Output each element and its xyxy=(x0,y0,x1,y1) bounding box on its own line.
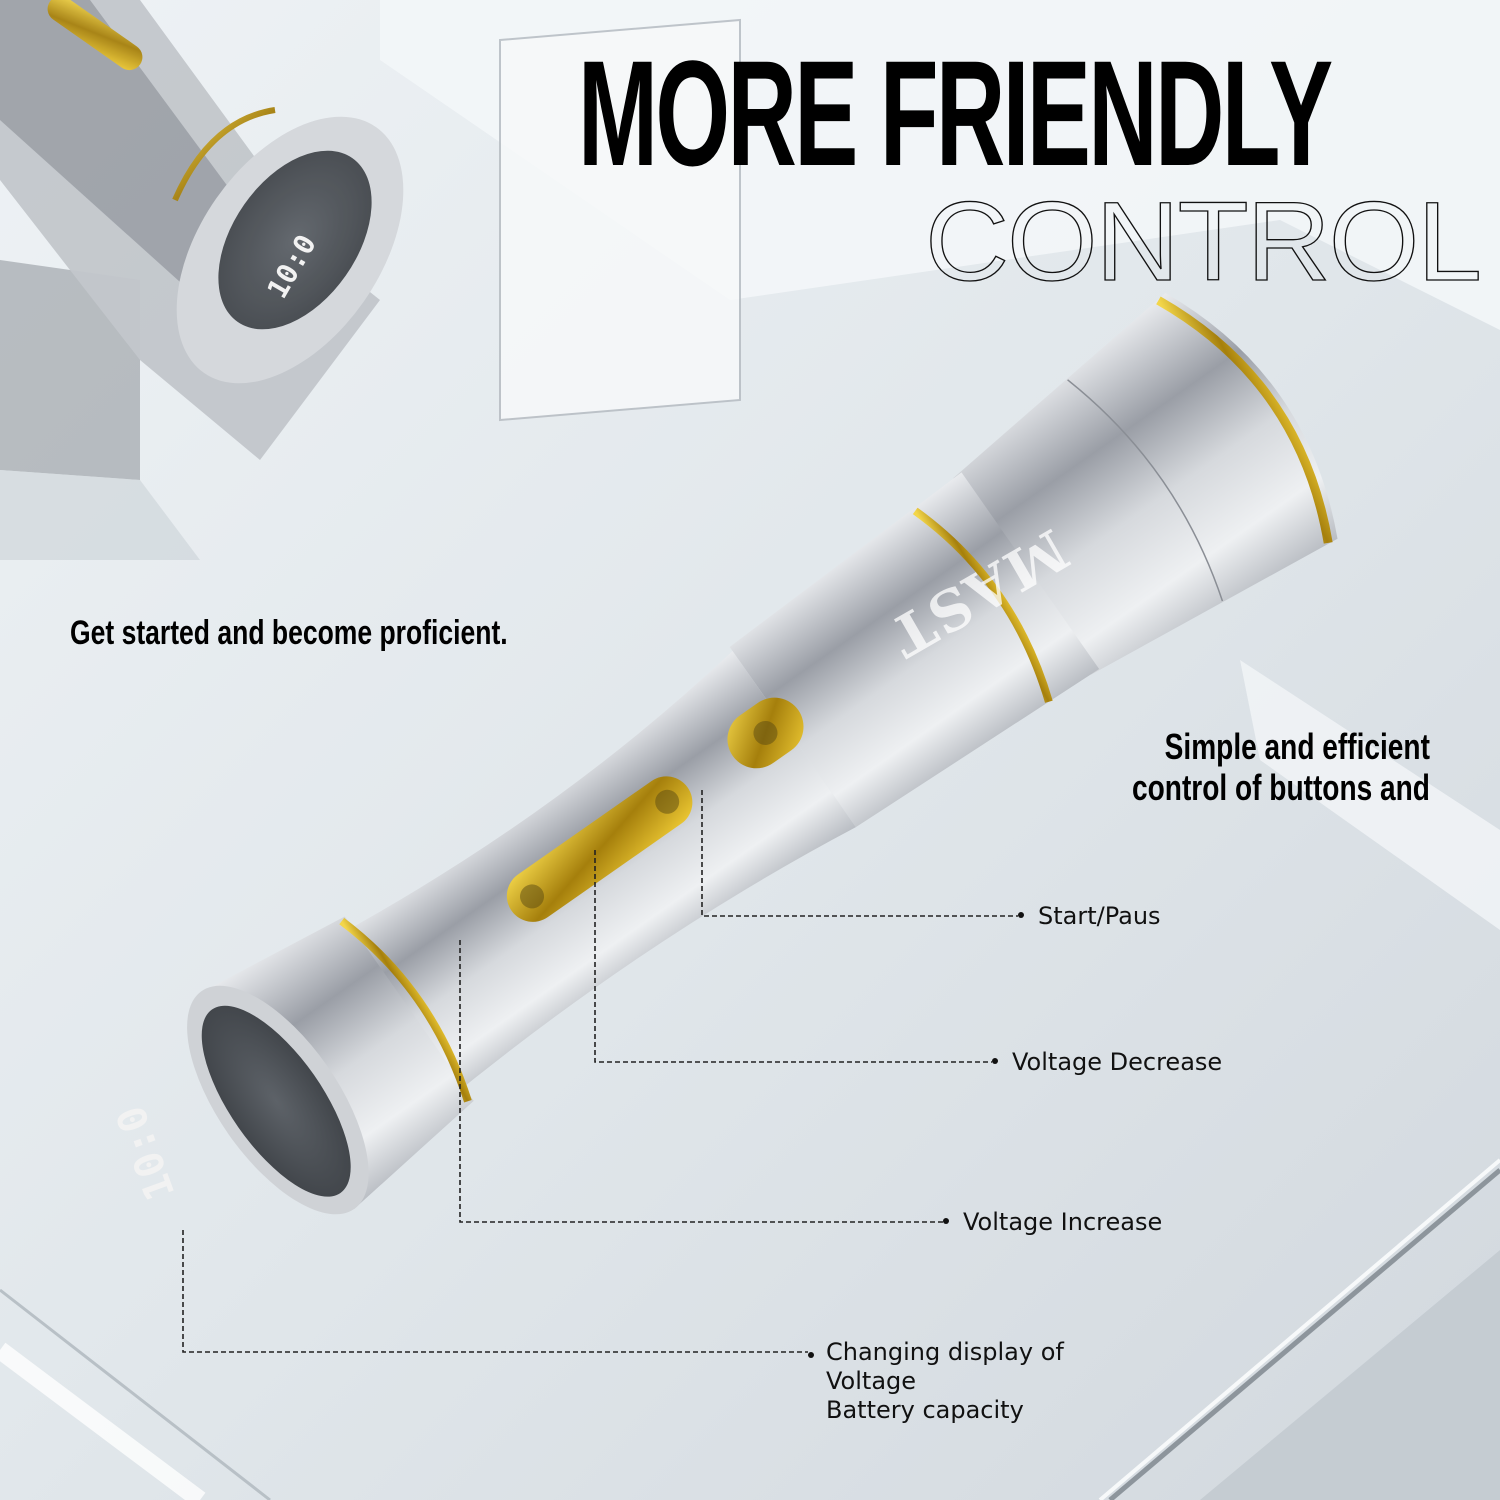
callout-line: Battery capacity xyxy=(826,1395,1024,1424)
tagline-right-line1: Simple and efficient xyxy=(1164,726,1430,767)
callout-voltage-increase: Voltage Increase xyxy=(943,1208,1162,1237)
voltage-rocker xyxy=(506,776,693,922)
bullet-dot-icon xyxy=(943,1218,949,1224)
bullet-dot-icon xyxy=(1018,912,1024,918)
callout-label: Voltage Increase xyxy=(963,1208,1163,1236)
bullet-dot-icon xyxy=(992,1058,998,1064)
tagline-left: Get started and become proficient. xyxy=(70,614,508,652)
bullet-dot-icon xyxy=(808,1352,814,1358)
main-device xyxy=(187,292,1338,1215)
callout-line: Changing display of xyxy=(826,1338,1064,1366)
callout-voltage-decrease: Voltage Decrease xyxy=(992,1048,1222,1077)
headline-primary: MORE FRIENDLY xyxy=(578,29,1333,197)
callout-label: Start/Paus xyxy=(1038,902,1161,930)
callout-line: Voltage xyxy=(826,1366,917,1395)
callout-leaders xyxy=(182,790,1018,1353)
callout-start-pause: Start/Paus xyxy=(1018,902,1161,931)
background-device xyxy=(0,0,404,460)
tagline-right: Simple and efficient control of buttons … xyxy=(1132,726,1430,809)
tagline-right-line2: control of buttons and xyxy=(1132,767,1430,809)
callout-label: Voltage Decrease xyxy=(1012,1048,1223,1076)
callout-display: Changing display of Voltage Battery capa… xyxy=(808,1338,1064,1424)
headline-outline: CONTROL xyxy=(924,179,1482,304)
